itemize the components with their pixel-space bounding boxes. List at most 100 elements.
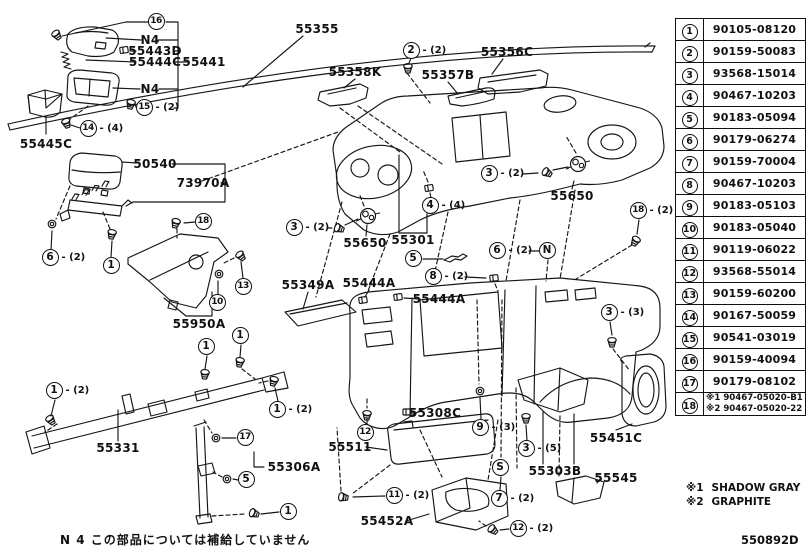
ref-number-badge: 18 xyxy=(681,398,698,415)
callout-17: 17 xyxy=(236,428,254,446)
callout-circle: 5 xyxy=(404,249,422,267)
column-shroud-55303B xyxy=(517,367,589,465)
ref-number-cell: 11 xyxy=(675,238,704,261)
callout-circle: 5 xyxy=(237,470,255,488)
callout-1: 1- (2) xyxy=(268,400,312,418)
callout-qty: - (3) xyxy=(491,421,516,433)
callout-circle: S xyxy=(491,458,509,476)
callout-2: 2- (2) xyxy=(402,41,447,59)
callout-circle: 3 xyxy=(517,439,535,457)
callout-3: 3- (2) xyxy=(285,218,329,236)
part-label-55650: 55650 xyxy=(550,189,594,203)
callout-qty: - (4) xyxy=(441,199,466,211)
callout-circle: 3 xyxy=(480,164,498,182)
part-number-cell: 90159-40094 xyxy=(703,348,806,371)
grille-55356C xyxy=(477,58,549,95)
part-label-55452A: 55452A xyxy=(360,514,414,528)
callout-qty: - (5) xyxy=(537,442,562,454)
ref-number-badge: 14 xyxy=(681,309,698,326)
part-label-73970A: 73970A xyxy=(176,176,230,190)
callout-circle: N xyxy=(538,241,556,259)
callout-circle: 9 xyxy=(471,418,489,436)
callout-11: 11- (2) xyxy=(385,486,429,504)
part-label-55331: 55331 xyxy=(96,441,140,455)
callout-qty: - (3) xyxy=(620,306,645,318)
panel-55301-callouts xyxy=(398,154,642,292)
ref-number-badge: 3 xyxy=(681,67,698,84)
callout-circle: 12 xyxy=(509,519,527,537)
side-box-55445C xyxy=(27,89,63,135)
ref-number-badge: 12 xyxy=(681,265,698,282)
part-label-N4: N4 xyxy=(140,82,160,96)
ref-number-cell: 18 xyxy=(675,392,704,416)
speaker-housing-55451C xyxy=(607,321,667,431)
ref-number-badge: 4 xyxy=(681,89,698,106)
part-label-55356C: 55356C xyxy=(480,45,534,59)
callout-1: 1- (2) xyxy=(45,381,89,399)
part-number-cell: 90119-06022 xyxy=(703,238,806,261)
callout-16: 16 xyxy=(147,12,165,30)
callout-qty: - (2) xyxy=(444,270,469,282)
ref-number-badge: 2 xyxy=(681,45,698,62)
callout-qty: - (2) xyxy=(422,44,447,56)
part-number-cell: 93568-15014 xyxy=(703,62,806,85)
grille-55357B xyxy=(447,81,496,107)
part-label-55358K: 55358K xyxy=(328,65,382,79)
part-number-cell: 90183-05094 xyxy=(703,106,806,129)
part-label-55511: 55511 xyxy=(328,440,372,454)
callout-circle: 4 xyxy=(421,196,439,214)
callout-1: 1 xyxy=(231,326,249,344)
ref-number-cell: 6 xyxy=(675,128,704,151)
ref-number-cell: 5 xyxy=(675,106,704,129)
callout-circle: 7 xyxy=(490,489,508,507)
callout-13: 13 xyxy=(234,277,252,295)
callout-qty: - (2) xyxy=(508,244,533,256)
ref-number-badge: 16 xyxy=(681,353,698,370)
legend-color-name: SHADOW GRAY xyxy=(711,482,801,494)
brace-55306A xyxy=(193,419,280,525)
ref-number-cell: 13 xyxy=(675,282,704,305)
part-number-cell: 93568-55014 xyxy=(703,260,806,283)
legend-color-name: GRAPHITE xyxy=(711,496,772,508)
clips-55444A xyxy=(358,289,421,305)
clip-55650-right xyxy=(522,135,591,190)
callout-circle: 1 xyxy=(102,256,120,274)
ref-number-cell: 2 xyxy=(675,40,704,63)
callout-15: 15- (2) xyxy=(135,98,180,116)
part-label-55441: 55441 xyxy=(182,55,226,69)
callout-18: 18 xyxy=(194,212,212,230)
callout-3: 3- (5) xyxy=(517,439,562,457)
callout-9: 9- (3) xyxy=(471,418,516,436)
lower-instrument-panel xyxy=(348,277,661,430)
callout-S: S xyxy=(491,458,509,476)
assembly-dashed-lines xyxy=(315,189,576,469)
callout-qty: - (2) xyxy=(649,204,674,216)
callout-14: 14- (4) xyxy=(79,119,123,137)
callout-circle: 1 xyxy=(279,502,297,520)
ref-number-cell: 1 xyxy=(675,18,704,41)
callout-qty: - (2) xyxy=(155,101,180,113)
footnote: N 4 この部品については補給していません xyxy=(60,533,311,547)
glove-door-55511 xyxy=(336,386,502,503)
part-label-55444A: 55444A xyxy=(342,276,396,290)
part-label-55357B: 55357B xyxy=(421,68,475,82)
callout-circle: 1 xyxy=(268,400,286,418)
bracket-55545 xyxy=(555,415,605,505)
ref-number-badge: 11 xyxy=(681,243,698,260)
parts-table-row: 12 93568-55014 xyxy=(675,260,806,283)
part-label-55443D: 55443D xyxy=(128,44,182,58)
ref-number-badge: 8 xyxy=(681,177,698,194)
callout-3: 3- (3) xyxy=(600,303,645,321)
ref-number-cell: 7 xyxy=(675,150,704,173)
cover-assembly-16 xyxy=(50,21,188,109)
part-number-cell: 90541-03019 xyxy=(703,326,806,349)
callout-circle: 1 xyxy=(231,326,249,344)
ref-number-cell: 10 xyxy=(675,216,704,239)
ref-number-cell: 12 xyxy=(675,260,704,283)
legend-marker: ※1 xyxy=(686,482,704,494)
